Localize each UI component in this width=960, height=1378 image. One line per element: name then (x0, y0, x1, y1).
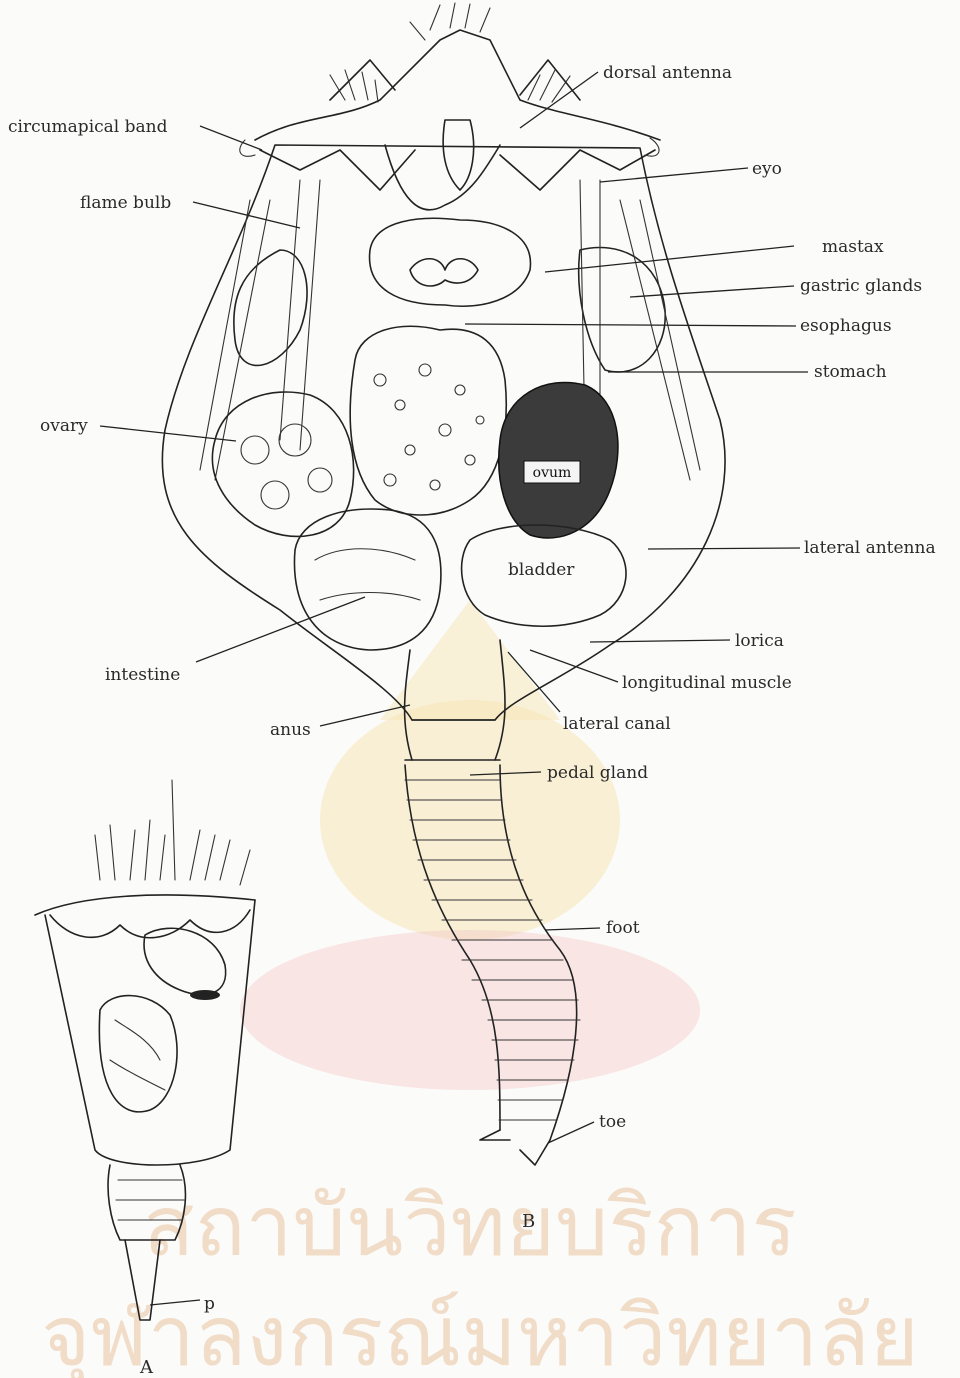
label-gastric-glands: gastric glands (800, 276, 922, 296)
label-toe: toe (599, 1112, 626, 1132)
label-p: p (204, 1294, 215, 1314)
panel-label-b: B (522, 1211, 535, 1232)
label-esophagus: esophagus (800, 316, 892, 336)
label-lateral-antenna: lateral antenna (804, 538, 936, 558)
label-intestine: intestine (105, 665, 180, 685)
ovum-mass (499, 382, 618, 538)
watermark-line-2: จุฬาลงกรณ์มหาวิทยาลัย (41, 1287, 919, 1378)
label-longitudinal-muscle: longitudinal muscle (622, 673, 792, 693)
stomach-cells (374, 364, 484, 490)
label-dorsal-antenna: dorsal antenna (603, 63, 732, 83)
label-flame-bulb: flame bulb (80, 193, 171, 213)
label-eye: eyo (752, 159, 782, 179)
label-ovary: ovary (40, 416, 88, 436)
label-stomach: stomach (814, 362, 887, 382)
label-pedal-gland: pedal gland (547, 763, 648, 783)
label-lorica: lorica (735, 631, 784, 651)
label-bladder: bladder (508, 560, 575, 580)
a-dark-spot (190, 990, 220, 1000)
panel-label-a: A (139, 1357, 154, 1378)
label-lateral-canal: lateral canal (563, 714, 671, 734)
lorica-outline (162, 145, 725, 720)
label-anus: anus (270, 720, 311, 740)
label-circumapical-band: circumapical band (8, 117, 168, 137)
watermark-line-1: สถาบันวิทยบริการ (143, 1177, 796, 1275)
label-mastax: mastax (822, 237, 884, 257)
label-ovum: ovum (533, 465, 572, 481)
label-foot: foot (606, 918, 640, 938)
